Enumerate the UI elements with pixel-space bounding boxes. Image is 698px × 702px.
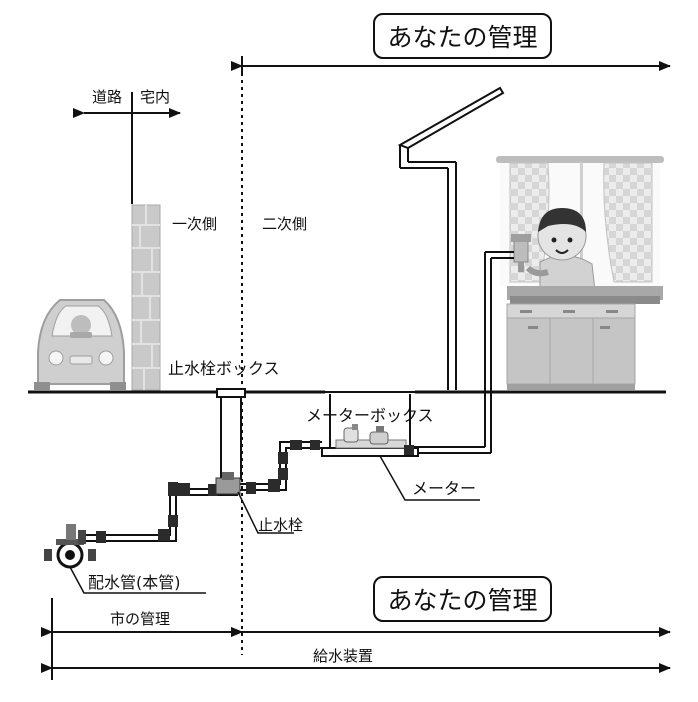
meter-unit: [335, 424, 407, 449]
stop-valve-box-label: 止水栓ボックス: [168, 359, 280, 378]
primary-side-label: 一次側: [172, 215, 218, 233]
manage-label-bottom-text: あなたの管理: [387, 586, 538, 615]
manage-label-top-text: あなたの管理: [387, 23, 538, 52]
house-label: 宅内: [140, 88, 171, 106]
kitchen-counter: [506, 286, 663, 390]
meter-box-label: メーターボックス: [306, 406, 434, 425]
stop-valve-label: 止水栓: [258, 516, 304, 534]
main-pipe: [44, 524, 96, 569]
stop-valve: [215, 472, 241, 495]
meter-label: メーター: [412, 479, 477, 498]
leader-lines: [69, 455, 480, 594]
boundary-marker: [73, 92, 181, 204]
house-roof: [397, 86, 505, 390]
manage-label-top: あなたの管理: [373, 13, 552, 59]
manage-label-bottom: あなたの管理: [373, 576, 552, 622]
car: [34, 299, 126, 390]
top-manage-arrow: [231, 56, 671, 76]
main-pipe-label: 配水管(本管): [88, 573, 181, 592]
stop-valve-box: [216, 388, 246, 480]
pipe-joints: [96, 440, 414, 543]
city-manage-label: 市の管理: [110, 610, 171, 628]
road-label: 道路: [92, 88, 123, 106]
supply-device-label: 給水装置: [313, 647, 374, 665]
house-pipe: [412, 251, 514, 454]
stone-wall: [131, 204, 161, 391]
secondary-side-label: 二次側: [262, 215, 308, 233]
faucet: [511, 234, 531, 272]
